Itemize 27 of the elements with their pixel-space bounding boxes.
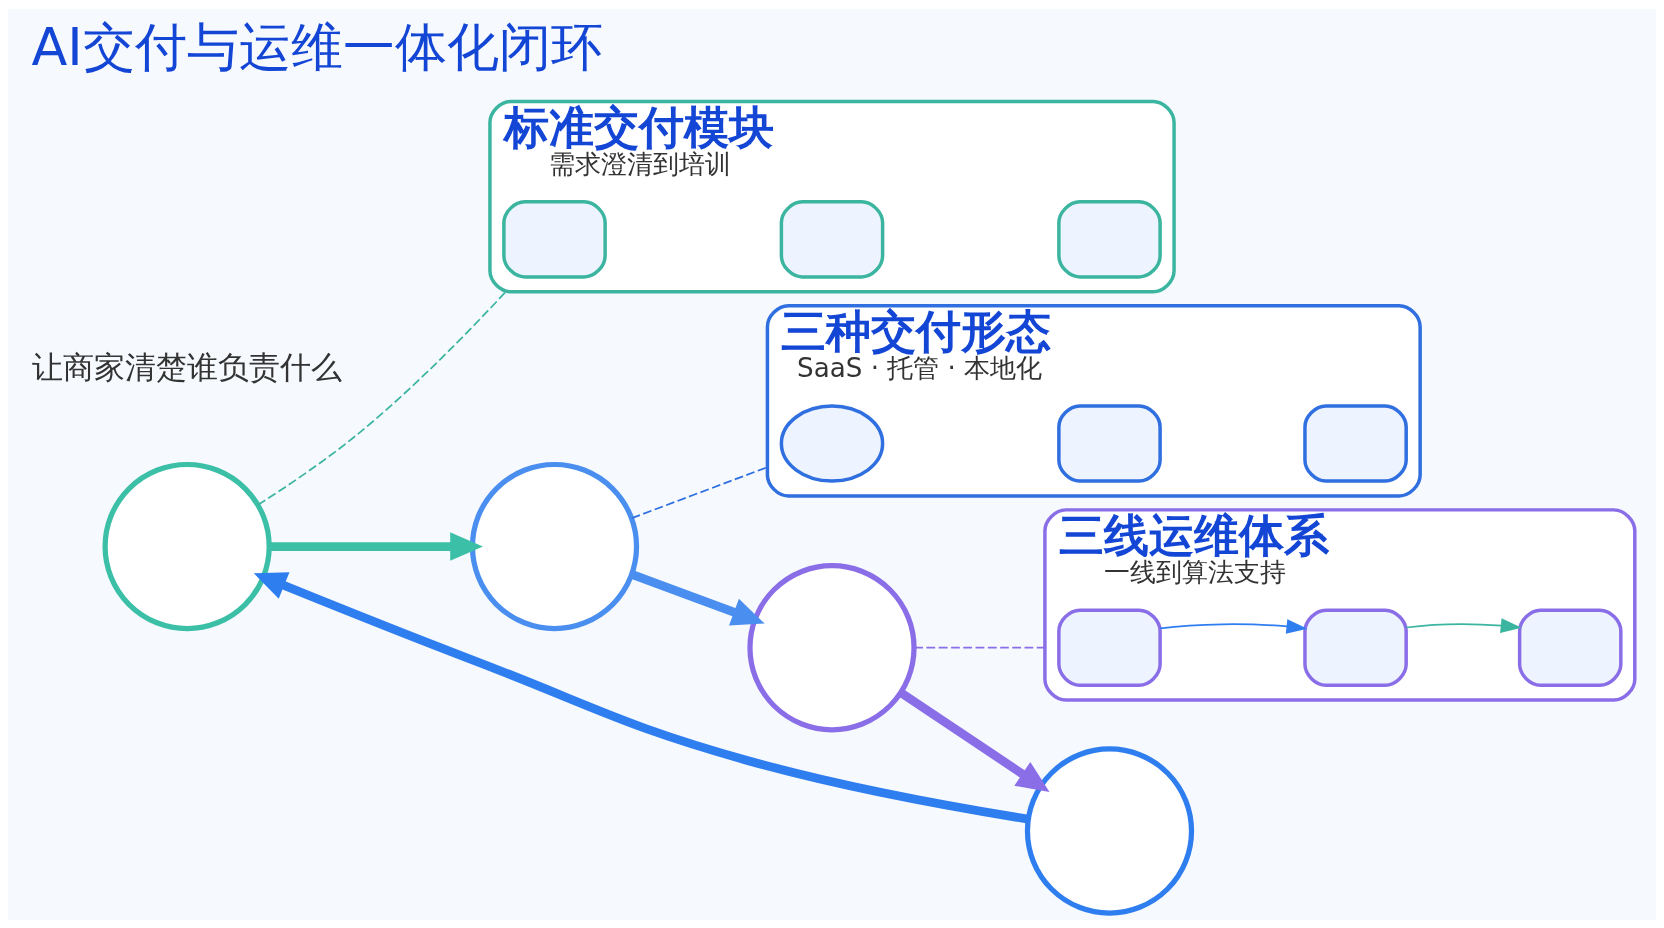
- connector: [913, 646, 1046, 649]
- node-box: [1517, 608, 1623, 687]
- node-circle: [102, 461, 272, 631]
- arrow: [1159, 618, 1308, 634]
- node-box: [1057, 403, 1162, 483]
- arrow: [269, 531, 483, 561]
- node-box: [1303, 608, 1408, 687]
- node-circle: [469, 461, 640, 631]
- cluster: 三线运维体系 一线到算法支持: [1043, 507, 1637, 702]
- arrow: [630, 569, 765, 626]
- node-box: [1057, 199, 1162, 279]
- node-box: [1057, 608, 1162, 687]
- diagram-title: AI交付与运维一体化闭环: [31, 15, 603, 77]
- connector: [631, 465, 769, 519]
- arrow: [253, 571, 1029, 823]
- connector: [257, 290, 507, 506]
- node-cloud: [779, 403, 885, 483]
- node-circle: [1024, 745, 1195, 916]
- cluster: 三种交付形态 SaaS · 托管 · 本地化: [765, 303, 1422, 498]
- cluster: 标准交付模块 需求澄清到培训: [488, 99, 1176, 293]
- node-box: [502, 199, 607, 279]
- node-circle: [747, 562, 917, 732]
- arrow: [898, 688, 1050, 792]
- label: 让商家清楚谁负责什么: [32, 348, 343, 385]
- arrow: [1405, 617, 1522, 633]
- node-box: [1303, 403, 1408, 483]
- node-box: [779, 199, 885, 279]
